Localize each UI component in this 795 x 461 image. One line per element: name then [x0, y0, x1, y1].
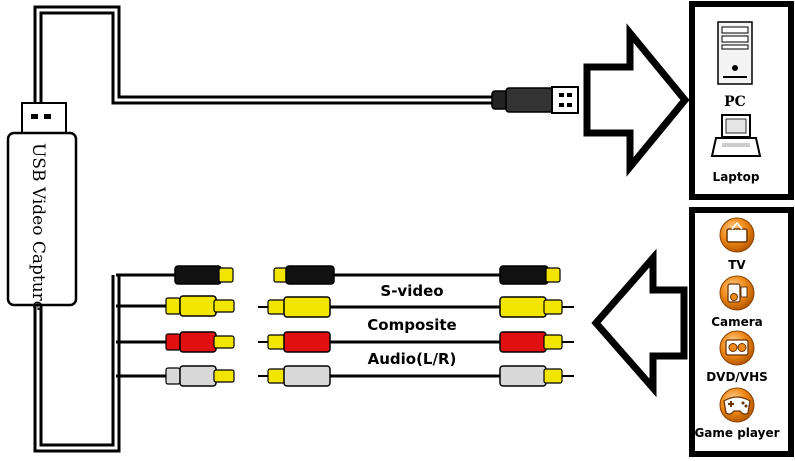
usb-video-capture-device: USB Video Capture: [6, 102, 78, 311]
arrow-from-sources: [591, 248, 688, 398]
composite-red-cable: [258, 331, 574, 353]
device-label: USB Video Capture: [28, 143, 48, 311]
source-label-camera: Camera: [711, 315, 763, 329]
composite-yellow-cable: [258, 296, 574, 318]
breakout-bundle: [111, 273, 175, 378]
usb-plug: [491, 86, 579, 114]
output-box: PC Laptop: [689, 1, 794, 200]
laptop-label: Laptop: [713, 170, 760, 184]
source-label-game-player: Game player: [694, 426, 779, 440]
pc-tower-icon: [717, 21, 753, 85]
audio-white-cable: [258, 365, 574, 387]
source-box: TV Camera DVD/VHS Game player: [689, 207, 794, 457]
cable-label-audio: Audio(L/R): [368, 350, 457, 368]
pc-label: PC: [724, 94, 746, 110]
usb-cable: [33, 5, 495, 453]
source-label-tv: TV: [728, 258, 746, 272]
cable-label-svideo: S-video: [380, 282, 443, 300]
svideo-cable: [273, 265, 561, 285]
device-side-connectors: [165, 265, 235, 387]
laptop-icon: [710, 114, 762, 157]
tv-icon: [719, 217, 755, 253]
dvd-icon: [719, 330, 755, 366]
source-label-dvd: DVD/VHS: [706, 370, 768, 384]
camera-icon: [719, 275, 755, 311]
arrow-to-computer: [583, 23, 690, 177]
gamepad-icon: [719, 387, 755, 423]
cable-label-composite: Composite: [367, 316, 456, 334]
